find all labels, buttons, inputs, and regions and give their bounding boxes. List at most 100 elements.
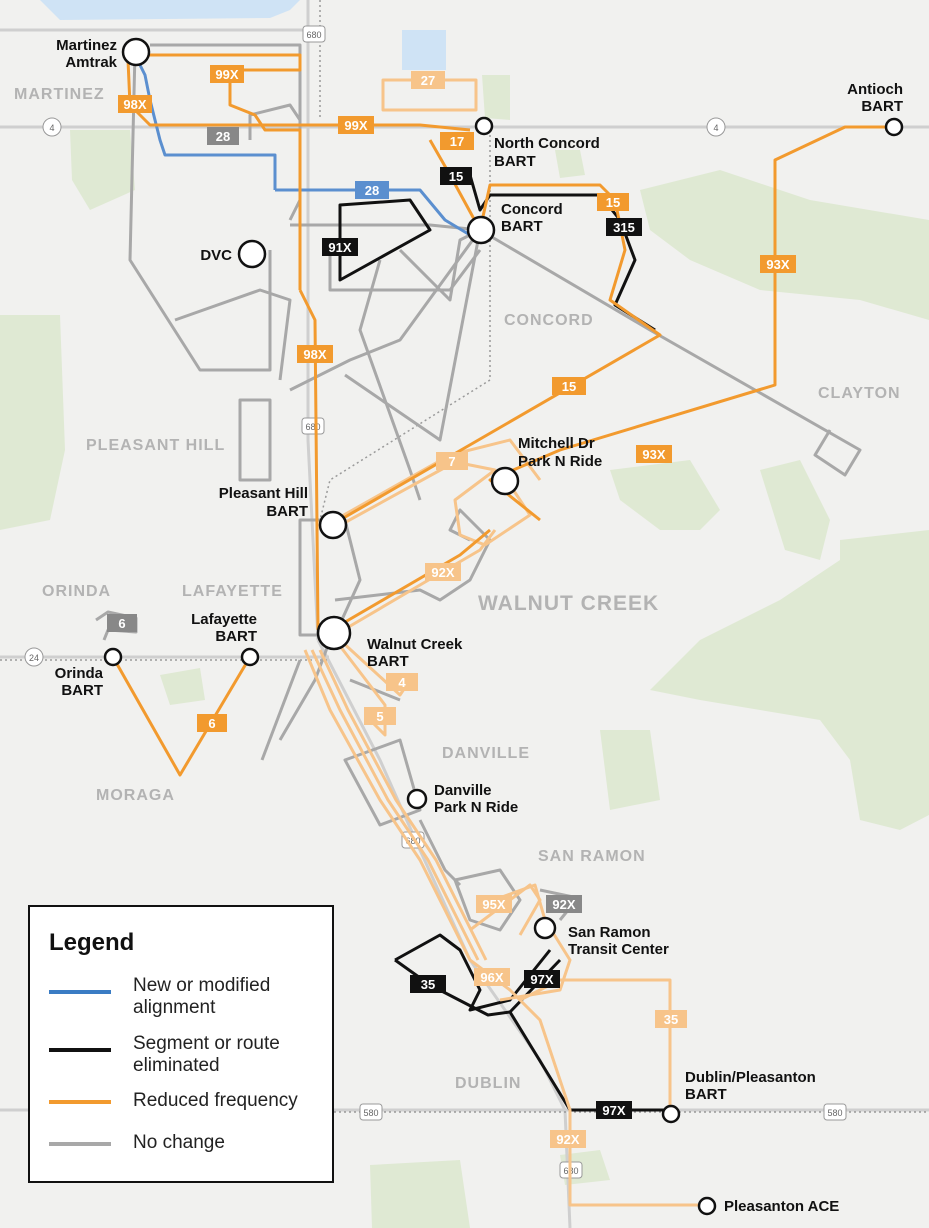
stop-danville[interactable] [406, 788, 428, 810]
route-tag-92x: 92X [550, 1130, 586, 1148]
stop-labels: Martinez Amtrak North Concord BART Antio… [55, 37, 903, 1215]
route-tag-4: 4 [386, 673, 418, 691]
stop-dvc[interactable] [237, 239, 267, 269]
stop-san-ramon[interactable] [533, 916, 557, 940]
highway-4-shield-right: 4 [706, 117, 726, 137]
route-tag-98x: 98X [297, 345, 333, 363]
stop-walnut-creek[interactable] [316, 615, 352, 651]
stop-label-lafayette-bart: BART [215, 628, 257, 645]
svg-text:98X: 98X [303, 347, 326, 362]
stop-pleasant-hill[interactable] [318, 510, 348, 540]
svg-text:680: 680 [306, 30, 321, 40]
svg-text:4: 4 [398, 675, 406, 690]
svg-text:35: 35 [421, 977, 435, 992]
legend-label: New or modified [133, 975, 271, 996]
stop-label-orinda-bart: BART [61, 682, 103, 699]
svg-text:580: 580 [827, 1108, 842, 1118]
area-label-concord: CONCORD [504, 312, 594, 329]
route-tag-15: 15 [597, 193, 629, 211]
stop-label-lafayette: Lafayette [191, 611, 257, 628]
svg-text:15: 15 [562, 379, 576, 394]
legend-label: alignment [133, 997, 216, 1018]
area-label-martinez: MARTINEZ [14, 86, 105, 103]
svg-text:97X: 97X [530, 972, 553, 987]
route-tag-15: 15 [552, 377, 586, 395]
route-tag-97x: 97X [524, 970, 560, 988]
stop-label-martinez: Martinez [56, 37, 117, 54]
route-tag-96x: 96X [474, 968, 510, 986]
route-tag-92x: 92X [425, 563, 461, 581]
legend-swatch-grey [49, 1142, 111, 1146]
stop-label-north-concord: North Concord [494, 135, 600, 152]
legend-label: No change [133, 1132, 225, 1153]
legend-title: Legend [49, 929, 135, 956]
svg-text:680: 680 [405, 836, 420, 846]
stop-label-north-concord-bart: BART [494, 153, 536, 170]
svg-text:99X: 99X [215, 67, 238, 82]
svg-text:315: 315 [613, 220, 635, 235]
legend-label: eliminated [133, 1055, 220, 1076]
stop-label-concord: Concord [501, 201, 563, 218]
route-tag-28: 28 [207, 127, 239, 145]
area-label-danville: DANVILLE [442, 745, 530, 762]
stop-label-antioch: Antioch [847, 81, 903, 98]
legend-swatch-orange [49, 1100, 111, 1104]
stop-label-danville-park: Park N Ride [434, 799, 518, 816]
svg-text:98X: 98X [123, 97, 146, 112]
route-tags: 99X 98X 28 99X 27 17 15 15 315 28 91X 93… [107, 65, 796, 1148]
route-tag-5: 5 [364, 707, 396, 725]
svg-text:7: 7 [448, 454, 455, 469]
route-tag-99x: 99X [338, 116, 374, 134]
route-tag-97x: 97X [596, 1101, 632, 1119]
highway-24-shield: 24 [24, 647, 44, 667]
stop-mitchell[interactable] [490, 466, 520, 496]
route-tag-95x: 95X [476, 895, 512, 913]
svg-text:35: 35 [664, 1012, 678, 1027]
stop-label-san-ramon-transit: Transit Center [568, 941, 669, 958]
stop-label-mitchell: Mitchell Dr [518, 435, 595, 452]
stop-antioch[interactable] [884, 117, 904, 137]
routes-no-change [95, 43, 862, 932]
legend-swatch-black [49, 1048, 111, 1052]
area-label-lafayette: LAFAYETTE [182, 583, 283, 600]
legend-swatch-blue [49, 990, 111, 994]
area-label-moraga: MORAGA [96, 787, 175, 804]
stop-lafayette[interactable] [240, 647, 260, 667]
svg-text:27: 27 [421, 73, 435, 88]
route-tag-15: 15 [440, 167, 472, 185]
svg-text:93X: 93X [766, 257, 789, 272]
svg-text:6: 6 [208, 716, 215, 731]
svg-text:15: 15 [606, 195, 620, 210]
route-tag-92x: 92X [546, 895, 582, 913]
svg-text:28: 28 [216, 129, 230, 144]
stop-label-antioch-bart: BART [861, 98, 903, 115]
legend-label: Reduced frequency [133, 1090, 298, 1111]
stop-label-walnut-creek-bart: BART [367, 653, 409, 670]
area-label-dublin: DUBLIN [455, 1075, 521, 1092]
svg-text:92X: 92X [431, 565, 454, 580]
svg-text:6: 6 [118, 616, 125, 631]
route-tag-315: 315 [606, 218, 642, 236]
svg-text:28: 28 [365, 183, 379, 198]
area-label-orinda: ORINDA [42, 583, 111, 600]
stop-label-danville: Danville [434, 782, 492, 799]
stop-martinez-amtrak[interactable] [121, 37, 151, 67]
route-tag-7: 7 [436, 452, 468, 470]
route-tag-91x: 91X [322, 238, 358, 256]
stop-label-san-ramon: San Ramon [568, 924, 651, 941]
route-tag-35: 35 [410, 975, 446, 993]
route-tag-93x: 93X [636, 445, 672, 463]
stop-orinda[interactable] [103, 647, 123, 667]
area-label-san-ramon: SAN RAMON [538, 848, 646, 865]
stop-concord[interactable] [466, 215, 496, 245]
legend-label: Segment or route [133, 1033, 280, 1054]
route-tag-28: 28 [355, 181, 389, 199]
route-tag-98x: 98X [118, 95, 152, 113]
water-bodies [40, 0, 446, 70]
stop-pleasanton-ace[interactable] [697, 1196, 717, 1216]
highway-680-shield-top: 680 [302, 25, 326, 43]
stop-north-concord[interactable] [474, 116, 494, 136]
svg-text:96X: 96X [480, 970, 503, 985]
stop-dublin[interactable] [661, 1104, 681, 1124]
stop-label-pleasant-hill-bart: BART [266, 503, 308, 520]
